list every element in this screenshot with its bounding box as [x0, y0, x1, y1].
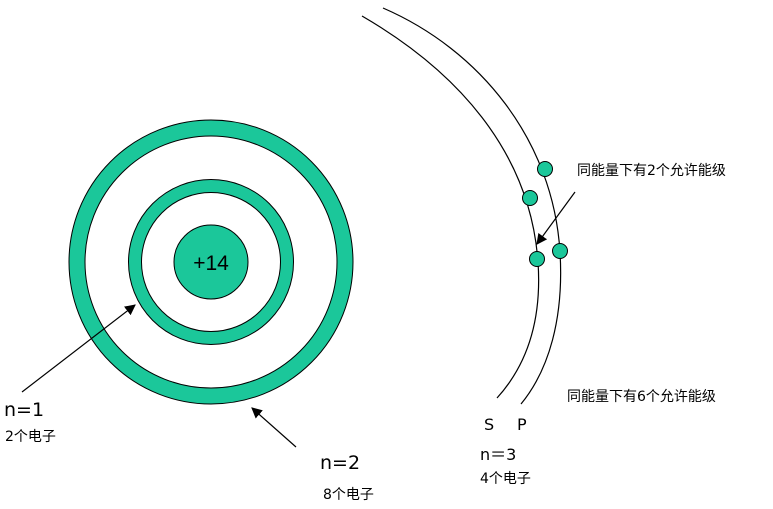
shell-n2-ring — [69, 120, 353, 404]
shell-n3-p-arc — [382, 7, 562, 405]
arrow-s-levels — [536, 191, 576, 245]
subshell-p-label: P — [517, 415, 527, 434]
shell-n1-electrons-label: 2个电子 — [5, 429, 56, 445]
shell-n2-label: n=2 — [320, 452, 360, 474]
shell-n1-ring — [128, 179, 294, 345]
subshell-s-label: S — [484, 415, 494, 434]
nucleus — [173, 224, 249, 300]
electron — [529, 251, 545, 267]
shell-n1-ring-inner-edge — [141, 192, 281, 332]
shell-n1-label: n=1 — [4, 399, 44, 421]
electron — [522, 190, 538, 206]
arrow-n2 — [251, 407, 297, 448]
shell-n3-electrons-label: 4个电子 — [480, 471, 531, 487]
shell-n2-ring-inner-edge — [84, 135, 338, 389]
arrow-n1 — [21, 304, 136, 393]
shell-n1-ring-outer-edge — [128, 179, 294, 345]
annotation-s-levels: 同能量下有2个允许能级 — [577, 163, 726, 179]
shell-n2-electrons-label: 8个电子 — [323, 487, 374, 503]
nucleus-charge-label: +14 — [193, 252, 229, 275]
shell-n2-ring-outer-edge — [68, 119, 354, 405]
shell-n3-s-arc — [361, 15, 540, 399]
annotation-p-levels: 同能量下有6个允许能级 — [567, 389, 716, 405]
electron — [537, 161, 553, 177]
shell-n3-label: n＝3 — [480, 445, 516, 464]
electron — [552, 243, 568, 259]
